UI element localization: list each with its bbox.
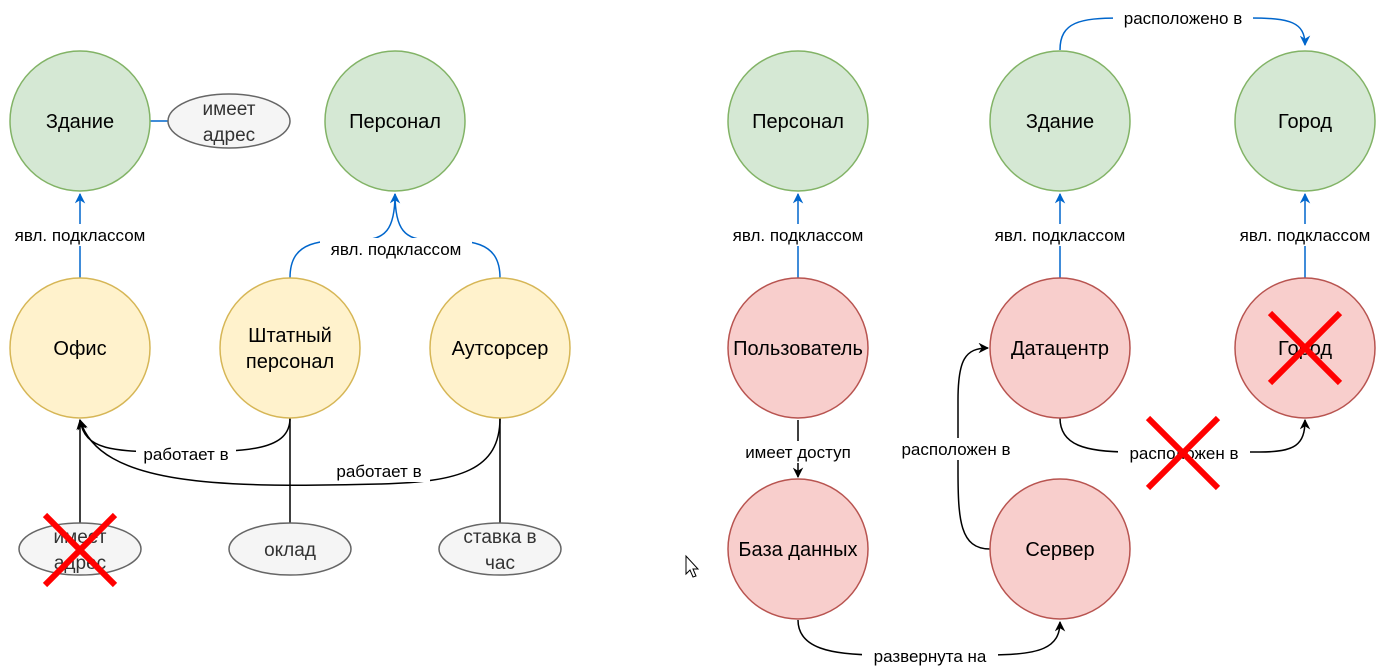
node-r-datacenter-label: Датацентр (1011, 338, 1109, 360)
attr-has-address-top[interactable]: имеет адрес (167, 93, 291, 149)
attr-has-address-bottom-line2: адрес (54, 553, 106, 574)
label-bg-located-server (890, 438, 1022, 460)
label-has-access: имеет доступ (745, 443, 851, 462)
mouse-cursor-icon (685, 554, 700, 578)
node-outsourcer-shape (429, 277, 571, 419)
node-r-personnel-shape (727, 50, 869, 192)
node-r-personnel-label: Персонал (752, 111, 844, 133)
edge-staff-subclass-personnel (289, 192, 401, 279)
cross-icon-located-dc-city (1145, 415, 1221, 491)
edge-outsourcer-subclass-personnel (394, 193, 501, 279)
node-r-database-label: База данных (738, 539, 857, 561)
node-building[interactable]: Здание (9, 50, 151, 192)
node-r-city-shape (1234, 50, 1376, 192)
label-bg-subclass-staff (320, 238, 472, 260)
node-r-city-label: Город (1278, 111, 1332, 133)
edge-server-located-dc (957, 342, 991, 550)
label-subclass-city: явл. подклассом (1240, 226, 1371, 245)
attr-has-address-top-line1: имеет (203, 99, 256, 120)
label-works-outsourcer: работает в (336, 462, 421, 481)
node-r-building-label: Здание (1026, 111, 1094, 133)
node-r-personnel[interactable]: Персонал (727, 50, 869, 192)
label-works-staff: работает в (143, 445, 228, 464)
node-staff-line1: Штатный (248, 325, 332, 347)
node-r-user-label: Пользователь (733, 338, 863, 360)
attr-rate[interactable]: ставка в час (438, 522, 562, 576)
label-bg-subclass-user (722, 224, 874, 246)
node-r-building-shape (989, 50, 1131, 192)
attr-salary[interactable]: оклад (228, 522, 352, 576)
label-subclass-staff: явл. подклассом (331, 240, 462, 259)
edge-labels: явл. подклассом явл. подклассом работает… (4, 7, 1379, 667)
label-bg-subclass-office (4, 224, 156, 246)
attr-rate-line1: ставка в (463, 527, 536, 548)
node-staff[interactable]: Штатный персонал (219, 277, 361, 419)
label-bg-works-staff (136, 443, 236, 465)
node-personnel-label: Персонал (349, 111, 441, 133)
node-r-datacenter[interactable]: Датацентр (989, 277, 1131, 419)
node-outsourcer[interactable]: Аутсорсер (429, 277, 571, 419)
label-bg-located-top (1113, 7, 1253, 29)
node-staff-shape (219, 277, 361, 419)
cross-icon-city-red (1267, 310, 1343, 386)
label-bg-has-access (734, 441, 862, 463)
node-office[interactable]: Офис (9, 277, 151, 419)
attr-rate-line2: час (485, 553, 515, 574)
node-r-server[interactable]: Сервер (989, 478, 1131, 620)
attr-rate-shape (438, 522, 562, 576)
label-bg-works-outsourcer (328, 460, 430, 482)
right-nodes: Персонал Здание Город Пользователь Датац… (727, 50, 1376, 620)
attr-salary-label: оклад (264, 540, 316, 561)
node-building-shape (9, 50, 151, 192)
node-r-datacenter-shape (989, 277, 1131, 419)
label-subclass-dc: явл. подклассом (995, 226, 1126, 245)
node-building-label: Здание (46, 111, 114, 133)
node-r-user[interactable]: Пользователь (727, 277, 869, 419)
node-r-database[interactable]: База данных (727, 478, 869, 620)
left-nodes: Здание имеет адрес Персонал Офис Штатный… (9, 50, 571, 576)
node-office-label: Офис (53, 338, 106, 360)
attr-has-address-top-line2: адрес (203, 125, 255, 146)
attr-has-address-bottom-line1: имеет (54, 527, 107, 548)
cross-icon-has-address (42, 512, 118, 588)
node-personnel[interactable]: Персонал (324, 50, 466, 192)
node-r-user-shape (727, 277, 869, 419)
node-r-server-shape (989, 478, 1131, 620)
node-r-building[interactable]: Здание (989, 50, 1131, 192)
label-located-top: расположено в (1124, 9, 1243, 28)
attr-salary-shape (228, 522, 352, 576)
label-subclass-office: явл. подклассом (15, 226, 146, 245)
node-r-server-label: Сервер (1025, 539, 1094, 561)
node-staff-line2: персонал (246, 351, 334, 373)
node-personnel-shape (324, 50, 466, 192)
label-bg-deployed-on (862, 645, 998, 667)
node-r-city[interactable]: Город (1234, 50, 1376, 192)
node-office-shape (9, 277, 151, 419)
node-outsourcer-label: Аутсорсер (452, 338, 549, 360)
label-deployed-on: развернута на (874, 647, 987, 666)
label-located-server: расположен в (901, 440, 1010, 459)
cross-marks (42, 310, 1343, 588)
label-subclass-user: явл. подклассом (733, 226, 864, 245)
node-r-database-shape (727, 478, 869, 620)
label-bg-subclass-city (1229, 224, 1379, 246)
label-bg-subclass-dc (984, 224, 1136, 246)
attr-has-address-top-shape (167, 93, 291, 149)
edge-outsourcer-works-in-office (77, 417, 501, 486)
